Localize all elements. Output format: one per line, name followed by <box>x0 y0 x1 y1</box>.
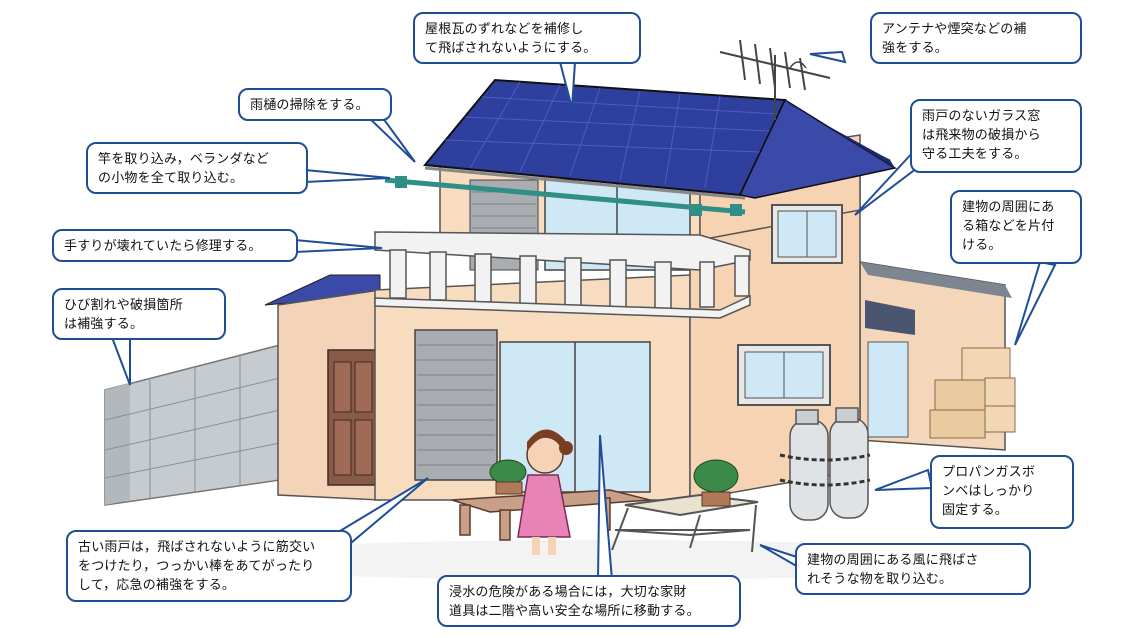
balcony-railing <box>374 231 751 319</box>
block-wall <box>104 344 281 506</box>
callout-pole: 竿を取り込み，ベランダなど の小物を全て取り込む。 <box>86 142 308 194</box>
main-roof <box>423 78 897 199</box>
callout-handrail: 手すりが壊れていたら修理する。 <box>52 229 298 262</box>
callout-boxes: 建物の周囲にあ る箱などを片付 ける。 <box>950 190 1082 264</box>
callout-wind-items: 建物の周囲にある風に飛ばさ れそうな物を取り込む。 <box>795 543 1031 595</box>
callout-roof-tiles: 屋根瓦のずれなどを補修し て飛ばされないようにする。 <box>413 12 641 64</box>
callout-glass-window: 雨戸のないガラス窓 は飛来物の破損から 守る工夫をする。 <box>910 99 1082 173</box>
callout-antenna: アンテナや煙突などの補 強をする。 <box>870 12 1082 64</box>
ground-floor-left <box>277 289 381 501</box>
callout-gutter: 雨樋の掃除をする。 <box>238 88 392 121</box>
callout-cracks: ひび割れや破損箇所 は補強する。 <box>52 288 226 340</box>
callout-gas: プロパンガスボ ンベはしっかり 固定する。 <box>930 455 1074 529</box>
antenna <box>719 39 831 120</box>
gutter <box>424 166 746 200</box>
callout-flood: 浸水の危険がある場合には，大切な家財 道具は二階や高い安全な場所に移動する。 <box>437 575 741 627</box>
bonsai-plant <box>693 459 739 507</box>
gas-cylinders <box>779 407 871 521</box>
callout-shutters: 古い雨戸は，飛ばされないように筋交い をつけたり，つっかい棒をあてがったり して… <box>66 530 352 602</box>
boxes <box>929 347 1016 439</box>
laundry-pole <box>384 176 746 216</box>
girl-figure <box>489 429 573 555</box>
